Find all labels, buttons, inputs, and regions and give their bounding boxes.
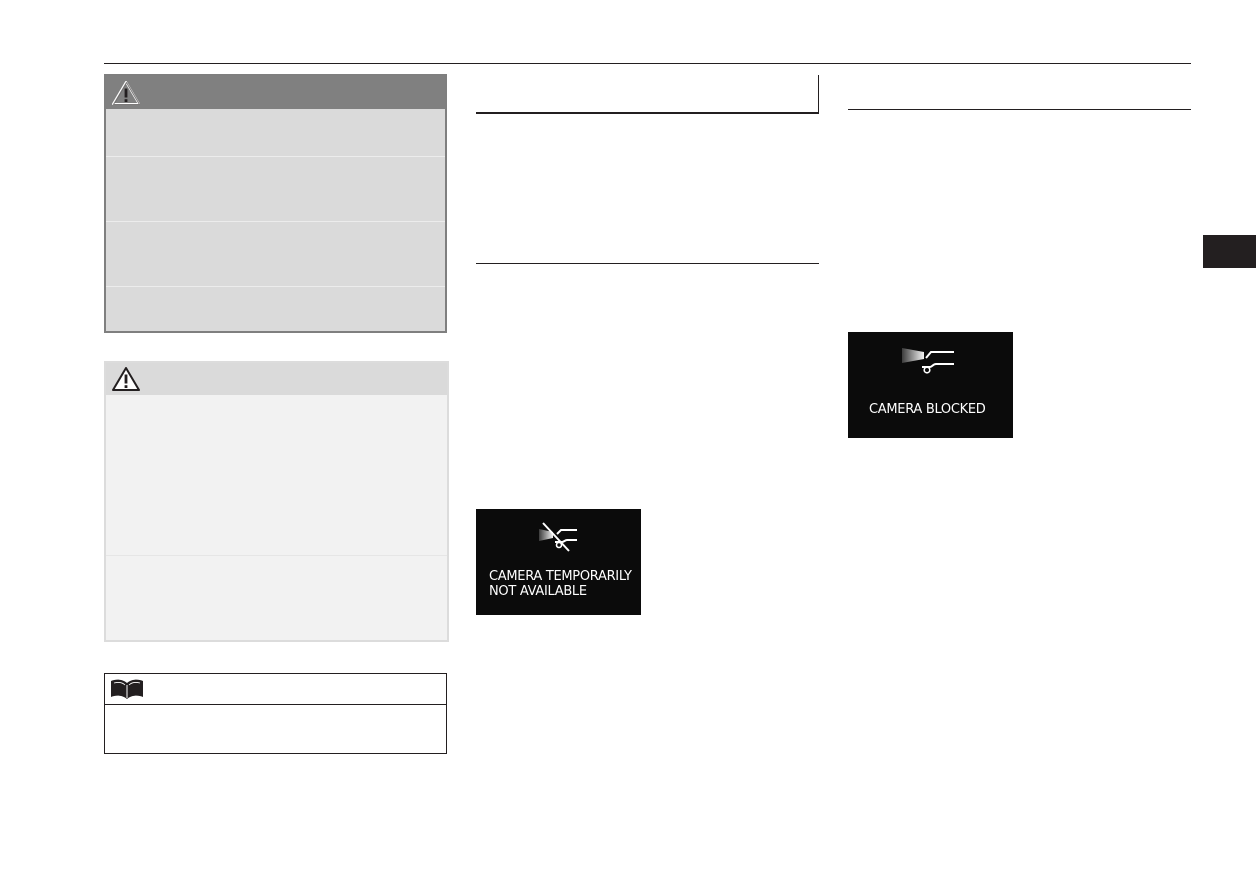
- warning-row-divider: [106, 286, 445, 287]
- caution-row-divider: [106, 555, 447, 556]
- warning-triangle-icon: [111, 80, 141, 111]
- note-box: [104, 673, 447, 754]
- open-book-icon: [109, 677, 145, 706]
- warning-row-divider: [106, 156, 445, 157]
- camera-unavailable-message: CAMERA TEMPORARILY NOT AVAILABLE: [489, 569, 632, 599]
- chapter-tab-marker: [1203, 235, 1256, 268]
- camera-unavailable-display: CAMERA TEMPORARILY NOT AVAILABLE: [476, 509, 641, 615]
- camera-blocked-display: CAMERA BLOCKED: [848, 332, 1013, 438]
- camera-unavailable-icon: [537, 521, 583, 560]
- camera-blocked-icon: [900, 343, 960, 382]
- warning-row-divider: [106, 221, 445, 222]
- page-top-rule: [104, 63, 1191, 64]
- note-header: [105, 674, 446, 705]
- caution-box: [104, 361, 449, 642]
- caution-triangle-icon: [111, 366, 141, 397]
- warning-box: [104, 74, 447, 333]
- section-divider: [476, 263, 819, 264]
- section-heading-frame: [476, 75, 819, 114]
- caution-header: [106, 363, 447, 395]
- camera-blocked-message: CAMERA BLOCKED: [869, 402, 986, 417]
- warning-header: [106, 76, 445, 109]
- section-divider: [848, 109, 1191, 110]
